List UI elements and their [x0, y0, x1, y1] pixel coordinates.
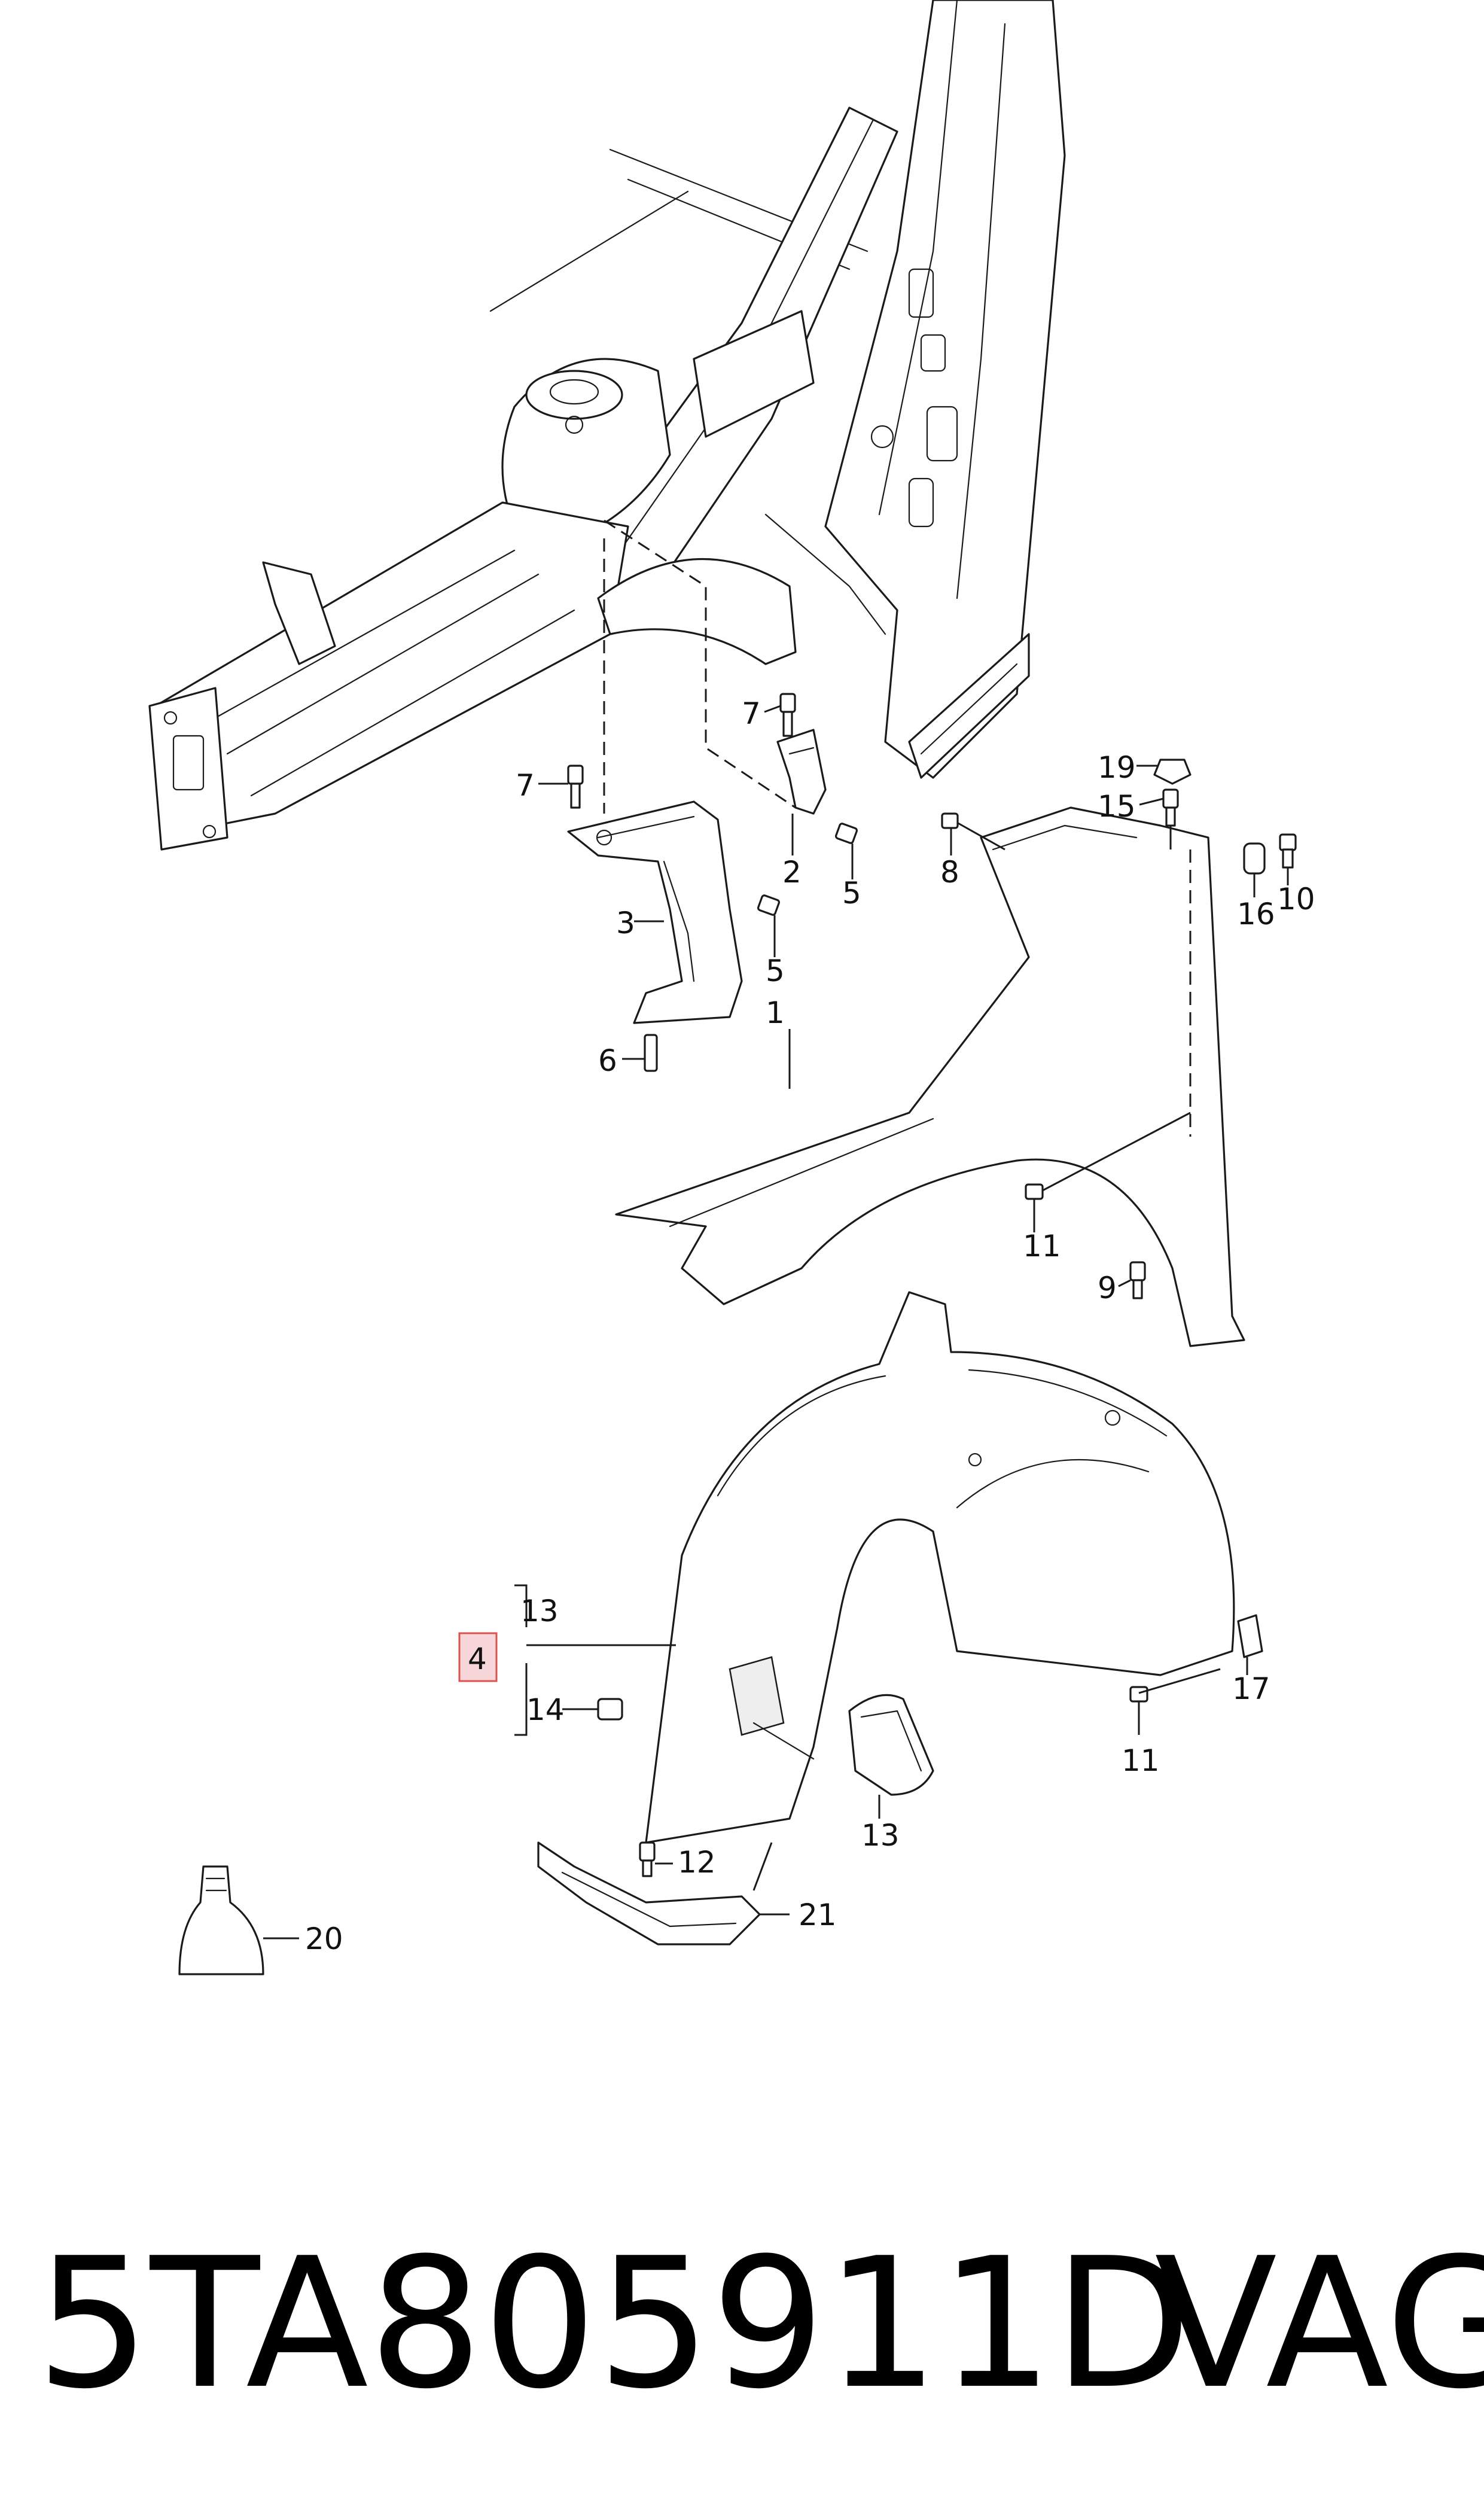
callout-10: 10 [1277, 882, 1315, 917]
fasteners [567, 693, 1297, 1877]
callout-16: 16 [1237, 897, 1275, 931]
bracket-2 [776, 729, 827, 815]
callout-11b: 11 [1122, 1743, 1160, 1778]
callout-1: 1 [766, 995, 785, 1030]
callout-17: 17 [1232, 1671, 1270, 1706]
callout-20: 20 [305, 1922, 343, 1956]
callout-14: 14 [526, 1692, 565, 1727]
body-shell-structure [148, 0, 1066, 851]
wheel-arch-liner-4 [645, 1291, 1235, 1844]
callout-8: 8 [940, 855, 959, 890]
callout-12: 12 [678, 1845, 716, 1880]
callout-19: 19 [1098, 750, 1136, 785]
brand-name: VAG [1154, 2219, 1484, 2428]
bracket-3 [567, 800, 743, 1024]
service-cover-13 [848, 1694, 934, 1796]
callout-5a: 5 [842, 876, 861, 911]
callout-labels: 1 2 3 4 5 5 6 7 7 8 9 10 11 11 12 13 13 … [305, 696, 1315, 1956]
leader-lines [263, 705, 1289, 1940]
callout-5b: 5 [766, 954, 785, 988]
callout-3: 3 [616, 906, 635, 940]
part-number-footer: 5TA805911D VAG [36, 2219, 1484, 2428]
trim-strip-21 [537, 1841, 761, 1945]
callout-13a: 13 [520, 1594, 559, 1628]
callout-15: 15 [1098, 789, 1136, 824]
fender-1 [615, 806, 1245, 1347]
callout-2: 2 [782, 855, 802, 890]
callout-4-highlight [458, 1632, 498, 1682]
callout-11a: 11 [1023, 1229, 1061, 1263]
rubber-boot-20 [178, 1865, 264, 1975]
callout-4: 4 [468, 1642, 487, 1676]
callout-7b: 7 [742, 696, 761, 731]
callout-13b: 13 [861, 1818, 900, 1853]
callout-9: 9 [1098, 1271, 1117, 1305]
part-code: 5TA805911D [36, 2219, 1192, 2428]
callout-7a: 7 [516, 768, 535, 803]
callout-6: 6 [598, 1043, 617, 1078]
callout-21: 21 [799, 1898, 837, 1932]
